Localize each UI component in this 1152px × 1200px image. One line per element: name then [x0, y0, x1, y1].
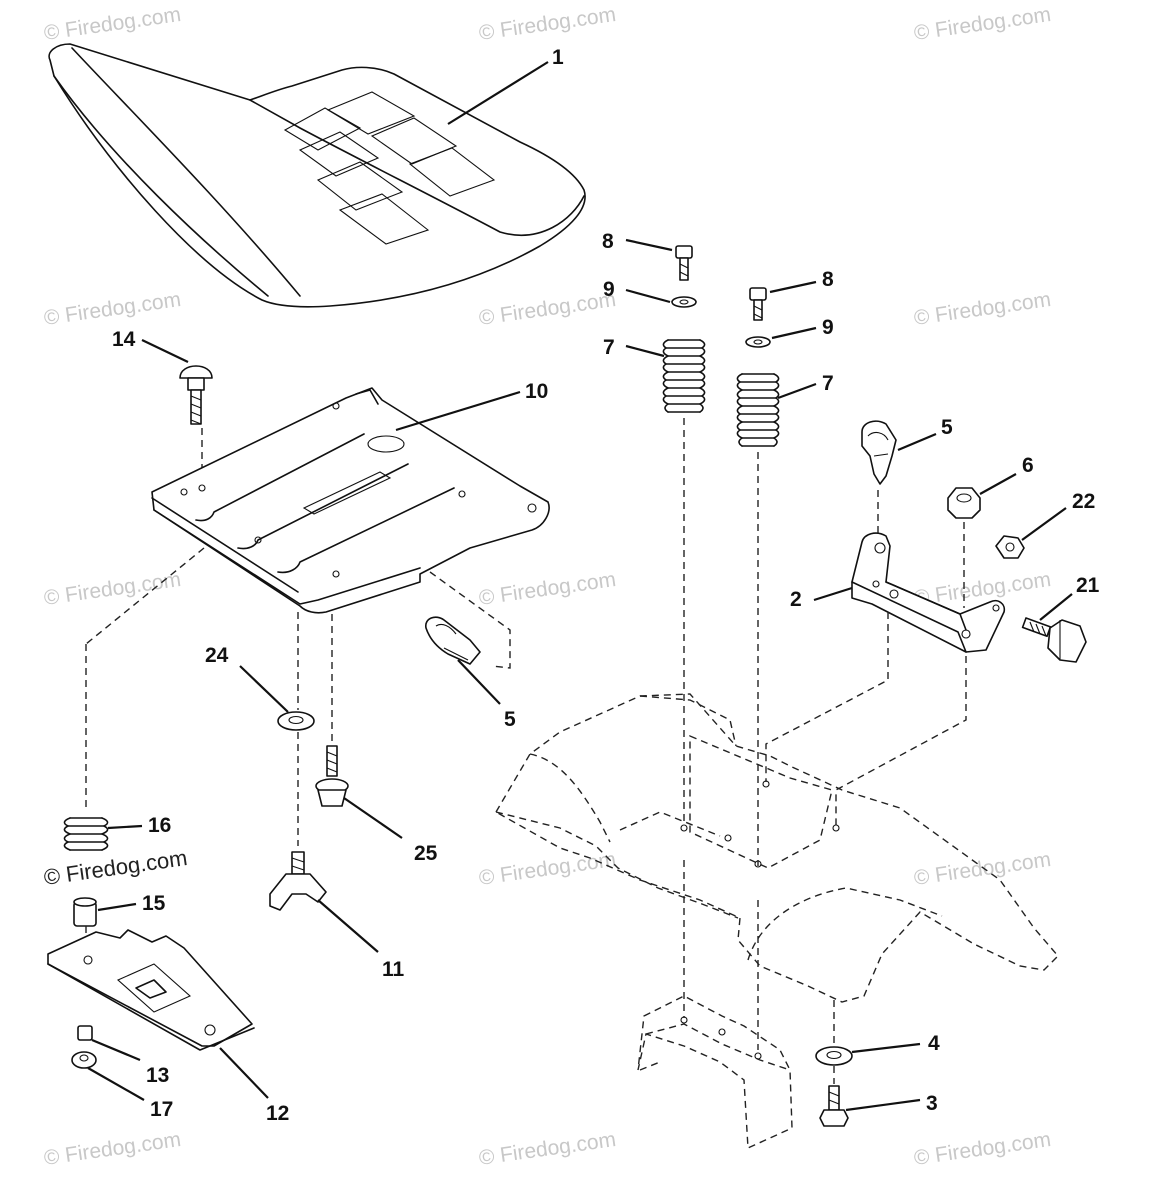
watermark: © Firedog.com [477, 568, 617, 610]
callout-leader [777, 382, 817, 400]
watermark: © Firedog.com [42, 568, 182, 610]
callout-bolt-21: 21 [1076, 574, 1100, 597]
spring-left [662, 339, 706, 413]
callout-leader [457, 659, 501, 705]
watermark: © Firedog.com [912, 848, 1052, 890]
callout-leader [845, 1098, 921, 1112]
callout-spring-right: 7 [822, 372, 834, 395]
watermark: © Firedog.com [42, 1128, 182, 1170]
callout-leader [813, 586, 853, 602]
callout-leader [897, 432, 937, 452]
callout-leader [1021, 507, 1067, 541]
callout-spring-left: 7 [603, 336, 615, 359]
bolt-21 [1021, 617, 1087, 663]
callout-nut-17: 17 [150, 1098, 173, 1121]
callout-nut-6: 6 [1022, 454, 1034, 477]
spring-16 [63, 817, 109, 851]
callout-leader [771, 326, 817, 340]
spring-right [736, 373, 780, 447]
guide-line [85, 547, 205, 645]
callout-knob: 11 [382, 958, 405, 981]
callout-leader [395, 390, 521, 432]
callout-leader [625, 288, 671, 304]
callout-leader [91, 1038, 141, 1062]
nut-13 [77, 1025, 93, 1041]
callout-bolt-3: 3 [926, 1092, 938, 1115]
watermark: © Firedog.com [912, 288, 1052, 330]
chassis-outline [495, 693, 1059, 1003]
washer-4 [815, 1046, 853, 1066]
watermark: © Firedog.com [477, 3, 617, 45]
callout-leader [769, 280, 817, 294]
washer-right [745, 336, 771, 348]
callout-carriage-bolt: 14 [112, 328, 136, 351]
seat-panels [283, 91, 496, 245]
callout-leader [625, 238, 673, 252]
screw-left [675, 245, 693, 281]
callout-bracket: 2 [790, 588, 802, 611]
nut-17 [71, 1051, 97, 1069]
callout-washer-24: 24 [205, 644, 229, 667]
watermark: © Firedog.com [912, 3, 1052, 45]
callout-leader [219, 1047, 269, 1099]
knob [269, 851, 327, 911]
callout-washer-left: 9 [603, 278, 615, 301]
callout-nut-13: 13 [146, 1064, 169, 1087]
screw-right [749, 287, 767, 321]
callout-leader [343, 797, 403, 839]
callout-leader [141, 339, 189, 363]
callout-spring-16: 16 [148, 814, 171, 837]
callout-screw-right: 8 [822, 268, 834, 291]
callout-leader [979, 473, 1017, 495]
callout-clip-upper: 5 [941, 416, 953, 439]
washer-left [671, 296, 697, 308]
clip-upper [861, 420, 897, 485]
shoulder-bolt [315, 745, 349, 807]
callout-leader [97, 902, 137, 912]
watermark: © Firedog.com [477, 848, 617, 890]
callout-leader [107, 824, 143, 830]
callout-leader [851, 1042, 921, 1054]
callout-slide-plate: 12 [266, 1102, 289, 1125]
callout-nut-22: 22 [1072, 490, 1095, 513]
callout-clip-lower: 5 [504, 708, 516, 731]
callout-leader [239, 665, 289, 713]
callout-seat: 1 [552, 46, 564, 69]
bushing [73, 897, 97, 927]
callout-leader [87, 1067, 145, 1101]
callout-leader [317, 899, 379, 953]
callout-leader [625, 344, 665, 358]
nut-6 [947, 487, 981, 519]
lower-bracket-outline [637, 995, 793, 1150]
nut-22 [995, 535, 1025, 559]
callout-shoulder-bolt: 25 [414, 842, 438, 865]
bracket [851, 532, 1006, 653]
carriage-bolt [179, 365, 213, 425]
callout-washer-4: 4 [928, 1032, 940, 1055]
watermark: © Firedog.com [42, 845, 189, 890]
clip-lower [425, 616, 481, 665]
watermark: © Firedog.com [42, 3, 182, 45]
seat [48, 43, 586, 308]
guide-line [835, 656, 967, 826]
callout-leader [1039, 593, 1073, 621]
watermark: © Firedog.com [477, 288, 617, 330]
bolt-3 [819, 1085, 849, 1127]
slide-plate [47, 929, 255, 1051]
watermark: © Firedog.com [912, 1128, 1052, 1170]
callout-leader [447, 61, 549, 125]
guide-line [429, 571, 511, 669]
watermark: © Firedog.com [477, 1128, 617, 1170]
guide-line [765, 612, 889, 782]
watermark: © Firedog.com [42, 288, 182, 330]
callout-washer-right: 9 [822, 316, 834, 339]
washer-24 [277, 711, 315, 731]
callout-screw-left: 8 [602, 230, 614, 253]
seat-pan [151, 387, 550, 614]
callout-seat-pan: 10 [525, 380, 548, 403]
callout-bushing: 15 [142, 892, 166, 915]
